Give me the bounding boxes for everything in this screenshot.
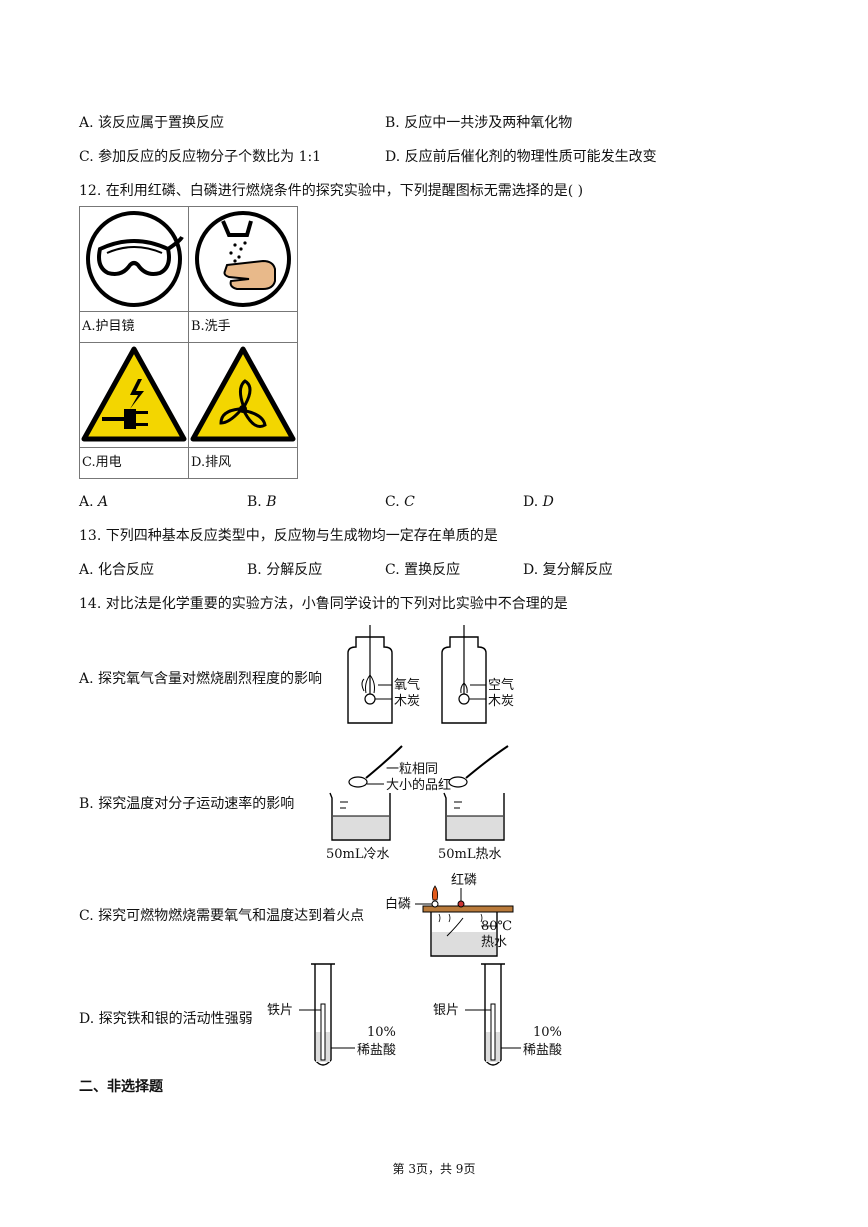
q12-stem: 12. 在利用红磷、白磷进行燃烧条件的探究实验中，下列提醒图标无需选择的是( ): [79, 183, 584, 199]
q13-option-d: D. 复分解反应: [523, 562, 613, 578]
q11-option-d: D. 反应前后催化剂的物理性质可能发生改变: [385, 149, 657, 165]
ventilation-warning-icon: [189, 343, 297, 447]
q14-option-d: D. 探究铁和银的活动性强弱: [79, 1011, 253, 1027]
crystal-label-line1: 一粒相同: [386, 762, 438, 777]
q12-option-b: B. 𝐵: [247, 494, 277, 510]
hot-water-label: 50mL热水: [438, 847, 502, 862]
test-tubes-diagram: 铁片 10% 稀盐酸 银片 10% 稀盐酸: [267, 963, 562, 1066]
q13-option-c: C. 置换反应: [385, 562, 461, 578]
left-acid-label: 稀盐酸: [357, 1043, 396, 1058]
q14-option-b: B. 探究温度对分子运动速率的影响: [79, 796, 295, 812]
right-jar-gas-label: 空气: [488, 677, 514, 693]
temperature-label: 80℃: [481, 919, 512, 934]
electricity-caption: C.用电: [82, 455, 122, 470]
section-title: 二、非选择题: [79, 1079, 163, 1095]
phosphorus-combustion-diagram: 红磷 白磷 80℃ 热水: [385, 872, 514, 957]
q13-option-a: A. 化合反应: [79, 562, 155, 578]
ventilation-caption: D.排风: [191, 455, 232, 470]
q13-option-b: B. 分解反应: [247, 562, 323, 578]
q12-option-c: C. 𝐶: [385, 494, 415, 510]
white-phosphorus-label: 白磷: [385, 896, 411, 912]
goggles-icon: [80, 207, 188, 311]
left-concentration-label: 10%: [367, 1025, 396, 1040]
q14-stem: 14. 对比法是化学重要的实验方法，小鲁同学设计的下列对比实验中不合理的是: [79, 596, 568, 612]
q13-stem: 13. 下列四种基本反应类型中，反应物与生成物均一定存在单质的是: [79, 528, 498, 544]
cold-water-label: 50mL冷水: [326, 847, 390, 862]
page-footer: 第 3页，共 9页: [392, 1162, 476, 1176]
right-acid-label: 稀盐酸: [523, 1043, 562, 1058]
crystal-label-line2: 大小的品红: [386, 777, 451, 793]
right-jar-solid-label: 木炭: [488, 694, 514, 709]
wash-hands-icon: [189, 207, 297, 311]
left-jar-solid-label: 木炭: [394, 694, 420, 709]
q12-option-d: D. 𝐷: [523, 494, 554, 510]
right-concentration-label: 10%: [533, 1025, 562, 1040]
left-jar-gas-label: 氧气: [394, 677, 420, 693]
hot-water-bath-label: 热水: [481, 935, 507, 950]
q11-option-c: C. 参加反应的反应物分子个数比为 1:1: [79, 149, 322, 165]
q11-option-a: A. 该反应属于置换反应: [79, 115, 225, 131]
wash-hands-caption: B.洗手: [191, 319, 231, 334]
q14-option-c: C. 探究可燃物燃烧需要氧气和温度达到着火点: [79, 908, 365, 924]
electricity-warning-icon: [80, 343, 188, 447]
silver-strip-label: 银片: [433, 1003, 459, 1018]
beakers-diagram: 一粒相同 大小的品红 50mL冷水 50mL热水: [326, 745, 509, 862]
red-phosphorus-label: 红磷: [451, 872, 477, 888]
q14-option-a: A. 探究氧气含量对燃烧剧烈程度的影响: [79, 671, 323, 687]
q12-option-a: A. 𝐴: [79, 494, 109, 510]
goggles-caption: A.护目镜: [82, 319, 135, 334]
iron-strip-label: 铁片: [267, 1003, 293, 1018]
q12-icon-table: A.护目镜 B.洗手: [79, 206, 298, 479]
q11-option-b: B. 反应中一共涉及两种氧化物: [385, 115, 573, 131]
combustion-jars-diagram: 氧气 木炭 空气 木炭: [347, 625, 514, 724]
